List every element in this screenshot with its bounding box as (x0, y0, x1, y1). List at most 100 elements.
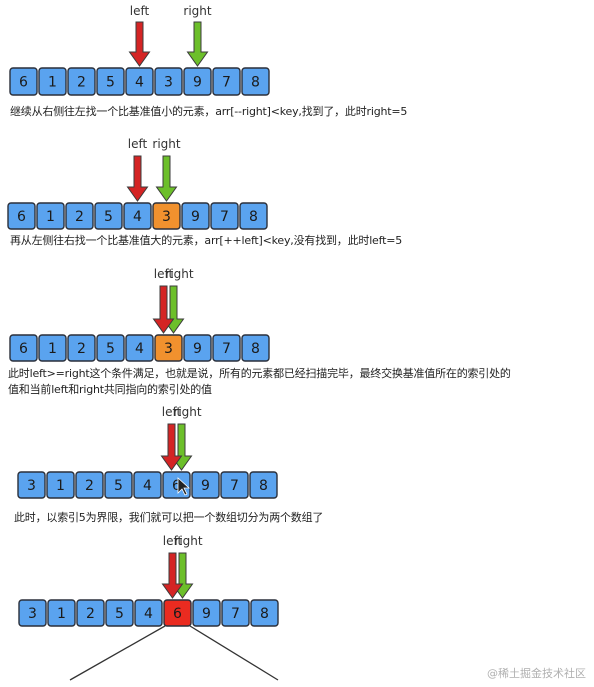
left-pointer-label: left (154, 267, 174, 281)
array-cell-value: 3 (164, 75, 173, 91)
left-pointer-arrow-icon (161, 552, 184, 599)
left-pointer-label: left (130, 4, 150, 18)
array-cell (250, 599, 279, 627)
array-cell-value: 8 (251, 341, 260, 357)
array-cell-value: 5 (106, 75, 115, 91)
left-pointer-arrow-icon (152, 285, 175, 334)
array-cell-value: 1 (48, 341, 57, 357)
array-cell-value: 9 (193, 75, 202, 91)
array-cell (125, 334, 154, 362)
array-cell (105, 599, 134, 627)
array-cell-value: 2 (85, 478, 94, 494)
array-cell-value: 7 (222, 341, 231, 357)
array-cell (241, 334, 270, 362)
array-cell (191, 471, 220, 499)
array-cell (249, 471, 278, 499)
array-cell (133, 471, 162, 499)
array-cell (154, 67, 183, 96)
array-cell-value: 5 (115, 606, 124, 622)
array-cell (220, 471, 249, 499)
right-pointer-label: right (174, 534, 202, 548)
right-pointer-label: right (173, 405, 201, 419)
array-cell-value: 7 (230, 478, 239, 494)
array-cell (96, 334, 125, 362)
array-cell (18, 599, 47, 627)
array-cell-value: 6 (17, 209, 26, 225)
array-cell-value: 3 (28, 606, 37, 622)
array-cell (125, 67, 154, 96)
array-cell (9, 67, 38, 96)
array-cell (96, 67, 125, 96)
left-pointer-arrow-icon (128, 21, 151, 67)
left-pointer-label: left (162, 405, 182, 419)
array-cell-value: 9 (201, 478, 210, 494)
array-cell-value: 2 (77, 75, 86, 91)
step-3-caption: 此时left>=right这个条件满足，也就是说，所有的元素都已经扫描完毕，最终… (8, 367, 511, 380)
mouse-cursor-icon (177, 477, 191, 496)
split-line-right (189, 625, 279, 681)
watermark: @稀土掘金技术社区 (487, 667, 586, 680)
array-cell-value: 2 (77, 341, 86, 357)
array-cell-value: 4 (144, 606, 153, 622)
array-cell-value: 4 (133, 209, 142, 225)
array-cell (17, 471, 46, 499)
right-pointer-label: right (183, 4, 211, 18)
array-cell-value: 6 (173, 606, 182, 622)
array-cell-value: 7 (231, 606, 240, 622)
array-cell (212, 67, 241, 96)
array-cell (46, 471, 75, 499)
array-cell-value: 8 (249, 209, 258, 225)
step-4-caption: 此时，以索引5为界限，我们就可以把一个数组切分为两个数组了 (14, 511, 324, 524)
array-cell (183, 67, 212, 96)
array-cell (192, 599, 221, 627)
array-cell (76, 599, 105, 627)
array-cell (9, 334, 38, 362)
array-cell-value: 7 (220, 209, 229, 225)
array-cell (163, 599, 192, 627)
array-cell (65, 202, 94, 230)
array-cell-value: 1 (48, 75, 57, 91)
array-cell (181, 202, 210, 230)
right-pointer-label: right (152, 137, 180, 151)
array-cell (38, 67, 67, 96)
array-cell (123, 202, 152, 230)
left-pointer-arrow-icon (126, 155, 149, 202)
array-cell (134, 599, 163, 627)
array-cell (38, 334, 67, 362)
array-cell (67, 67, 96, 96)
array-cell-value: 9 (191, 209, 200, 225)
step-1-caption: 继续从右侧往左找一个比基准值小的元素，arr[--right]<key,找到了，… (10, 105, 408, 118)
array-cell (212, 334, 241, 362)
array-cell (7, 202, 36, 230)
array-cell-value: 7 (222, 75, 231, 91)
array-cell-value: 6 (172, 478, 181, 494)
array-cell (75, 471, 104, 499)
array-cell-value: 5 (114, 478, 123, 494)
right-pointer-arrow-icon (186, 21, 209, 67)
array-cell-value: 3 (27, 478, 36, 494)
array-cell-value: 4 (135, 341, 144, 357)
array-cell-value: 3 (164, 341, 173, 357)
array-cell-value: 2 (75, 209, 84, 225)
array-cell-value: 3 (162, 209, 171, 225)
array-cell (154, 334, 183, 362)
array-cell-value: 1 (57, 606, 66, 622)
array-cell-value: 6 (19, 341, 28, 357)
array-cell (239, 202, 268, 230)
array-cell (183, 334, 212, 362)
array-cell (36, 202, 65, 230)
left-pointer-label: left (128, 137, 148, 151)
right-pointer-label: right (165, 267, 193, 281)
array-cell-value: 1 (56, 478, 65, 494)
array-cell (67, 334, 96, 362)
array-cell-value: 4 (143, 478, 152, 494)
array-cell (104, 471, 133, 499)
left-pointer-label: left (163, 534, 183, 548)
array-cell (47, 599, 76, 627)
array-cell-value: 8 (251, 75, 260, 91)
